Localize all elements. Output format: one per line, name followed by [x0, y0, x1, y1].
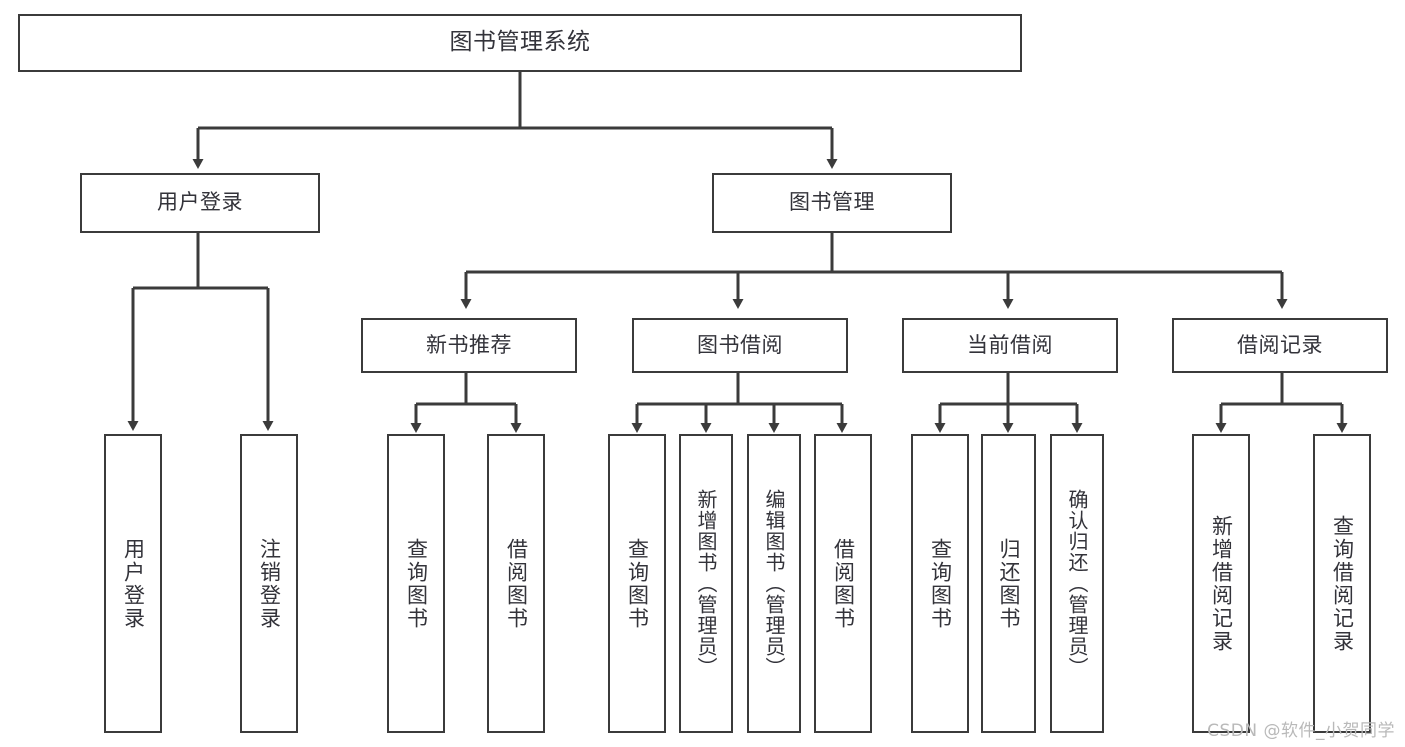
node-label: 用户登录 [157, 190, 243, 215]
node-label: 确认归还（管理员） [1065, 489, 1089, 678]
leaf-user-login-login[interactable]: 用户登录 [104, 434, 162, 733]
node-borrow-record[interactable]: 借阅记录 [1172, 318, 1388, 373]
leaf-book-borrow-add-book-admin[interactable]: 新增图书（管理员） [679, 434, 733, 733]
leaf-user-login-logout[interactable]: 注销登录 [240, 434, 298, 733]
node-label: 编辑图书（管理员） [762, 489, 786, 678]
leaf-current-borrow-return-book[interactable]: 归还图书 [981, 434, 1036, 733]
node-label: 新书推荐 [426, 332, 512, 357]
leaf-new-book-query-book[interactable]: 查询图书 [387, 434, 445, 733]
node-label: 查询图书 [404, 537, 429, 630]
node-label: 借阅图书 [504, 537, 529, 630]
leaf-book-borrow-borrow-book[interactable]: 借阅图书 [814, 434, 872, 733]
leaf-new-book-borrow-book[interactable]: 借阅图书 [487, 434, 545, 733]
node-label: 查询图书 [625, 537, 650, 630]
node-label: 图书管理系统 [449, 29, 591, 56]
node-label: 新增借阅记录 [1209, 514, 1234, 653]
node-label: 借阅图书 [831, 537, 856, 630]
node-current-borrow[interactable]: 当前借阅 [902, 318, 1118, 373]
node-label: 当前借阅 [967, 332, 1053, 357]
leaf-book-borrow-query-book[interactable]: 查询图书 [608, 434, 666, 733]
leaf-borrow-record-add-record[interactable]: 新增借阅记录 [1192, 434, 1250, 733]
node-label: 新增图书（管理员） [694, 489, 718, 678]
watermark-text: CSDN @软件_小贺同学 [1207, 721, 1395, 741]
node-label: 查询借阅记录 [1330, 514, 1355, 653]
node-label: 图书管理 [789, 190, 875, 215]
node-label: 借阅记录 [1237, 332, 1323, 357]
node-book-borrow[interactable]: 图书借阅 [632, 318, 848, 373]
node-book-management[interactable]: 图书管理 [712, 173, 952, 233]
node-new-book-recommend[interactable]: 新书推荐 [361, 318, 577, 373]
node-label: 图书借阅 [697, 332, 783, 357]
node-label: 用户登录 [121, 537, 146, 630]
node-user-login[interactable]: 用户登录 [80, 173, 320, 233]
leaf-current-borrow-confirm-return-admin[interactable]: 确认归还（管理员） [1050, 434, 1104, 733]
node-label: 查询图书 [928, 537, 953, 630]
leaf-current-borrow-query-book[interactable]: 查询图书 [911, 434, 969, 733]
node-label: 归还图书 [997, 537, 1021, 630]
node-root-book-management-system[interactable]: 图书管理系统 [18, 14, 1022, 72]
leaf-borrow-record-query-record[interactable]: 查询借阅记录 [1313, 434, 1371, 733]
node-label: 注销登录 [257, 537, 282, 630]
leaf-book-borrow-edit-book-admin[interactable]: 编辑图书（管理员） [747, 434, 801, 733]
